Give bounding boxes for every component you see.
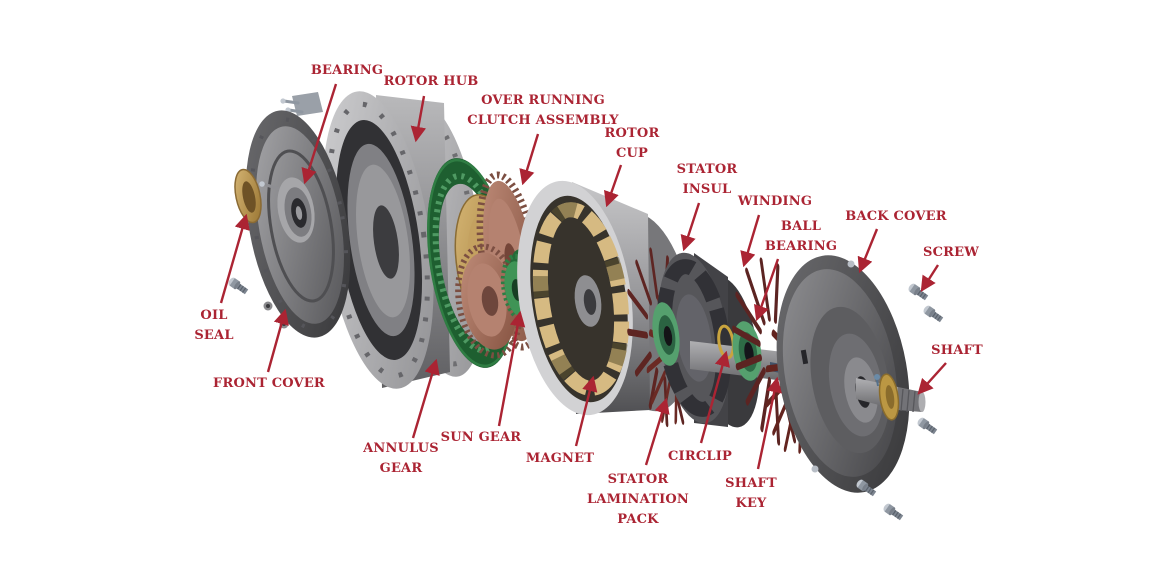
part-stator-bearing [652,302,680,366]
arrow-circlip [699,350,730,444]
arrow-screw [920,264,940,292]
arrow-rotor-hub [410,95,427,143]
part-oil-seal [234,168,262,224]
part-rotor-hub [322,91,485,389]
arrow-stator-insul [680,202,701,252]
arrow-oil-seal [219,213,250,304]
label-winding: WINDING [737,194,813,209]
arrow-front-cover [266,308,289,373]
part-screw [915,415,939,437]
label-front-cover: FRONT COVER [213,376,325,391]
arrow-magnet [574,375,598,447]
part-magnets [532,202,630,396]
label-bearing: BEARING [310,63,384,78]
part-screw [881,501,905,523]
arrow-bearing [301,83,338,185]
callout-arrows [219,83,947,470]
part-screw [226,275,250,297]
arrow-shaft [917,362,947,395]
label-shaft: SHAFT [931,343,983,358]
label-magnet: MAGNET [525,451,595,466]
label-rotor-hub: ROTOR HUB [383,74,479,89]
label-sun-gear: SUN GEAR [440,430,522,445]
arrow-rotor-cup [604,164,623,208]
part-shaft-rear [856,373,926,421]
label-back-cover: BACK COVER [845,209,947,224]
arrow-ball-bearing [754,258,780,322]
label-screw: SCREW [922,245,980,260]
arrow-annulus-gear [411,358,440,439]
arrow-winding [740,214,761,268]
part-rotor-cup [517,180,693,416]
label-circlip: CIRCLIP [668,449,732,464]
part-back-cover [776,255,910,493]
part-screw [921,303,945,325]
arrow-over-running-clutch [519,133,540,186]
arrow-sun-gear [497,310,526,427]
arrow-stator-lamination-pack [644,397,670,466]
part-bearing [259,177,315,243]
arrow-back-cover [857,228,879,274]
arrow-shaft-key [756,376,782,470]
